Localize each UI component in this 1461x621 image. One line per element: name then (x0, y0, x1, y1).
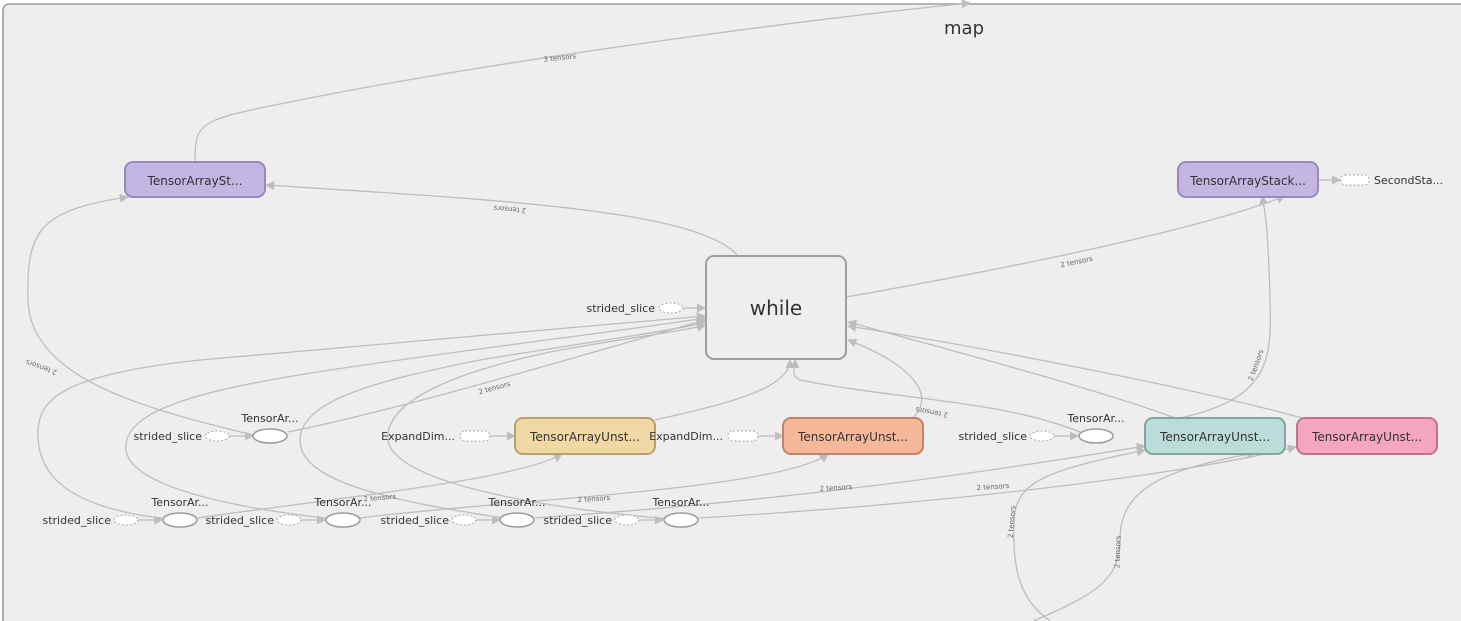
edges (27, 0, 1341, 621)
node-tensor-array-unstack-teal[interactable]: TensorArrayUnst... (1144, 417, 1286, 455)
op-label: TensorAr... (150, 496, 208, 509)
const-node[interactable]: strided_slice (133, 430, 230, 443)
node-label: TensorArraySt... (147, 174, 243, 188)
edge-label: 2 tensors (363, 493, 397, 504)
edge-label: 2 tensors (1007, 505, 1018, 539)
op-label: TensorAr... (240, 412, 298, 425)
edge-label: 2 tensors (493, 204, 527, 215)
const-node[interactable]: strided_slice (205, 514, 302, 527)
edge-label: 2 tensors (1113, 535, 1122, 568)
op-node[interactable]: TensorAr... (313, 496, 372, 528)
op-label: TensorAr... (1066, 412, 1124, 425)
const-label: ExpandDim... (649, 430, 723, 443)
node-label: TensorArrayUnst... (797, 430, 908, 444)
node-label: TensorArrayStack... (1189, 174, 1306, 188)
const-node-expand-dims[interactable]: ExpandDim... (649, 430, 759, 443)
const-label: strided_slice (380, 514, 449, 527)
const-label: strided_slice (133, 430, 202, 443)
const-label: strided_slice (42, 514, 111, 527)
node-tensor-array-stack-left[interactable]: TensorArraySt... (124, 161, 266, 198)
op-node[interactable]: TensorAr... (487, 496, 546, 528)
node-label: TensorArrayUnst... (1311, 430, 1422, 444)
node-tensor-array-unstack-tan[interactable]: TensorArrayUnst... (514, 417, 656, 455)
const-node[interactable]: strided_slice (543, 514, 640, 527)
edge-label: 3 tensors (543, 52, 577, 63)
op-node[interactable]: TensorAr... (150, 496, 209, 528)
edge-label: 2 tensors (976, 482, 1009, 492)
edge-label: 2 tensors (577, 494, 610, 504)
const-label: SecondSta... (1374, 174, 1443, 187)
op-label: TensorAr... (651, 496, 709, 509)
node-while[interactable]: while (705, 255, 847, 360)
op-node[interactable]: TensorAr... (1066, 412, 1125, 444)
op-node[interactable]: TensorAr... (240, 412, 299, 444)
node-label: TensorArrayUnst... (1159, 430, 1270, 444)
node-tensor-array-stack-right[interactable]: TensorArrayStack... (1177, 161, 1319, 198)
map-title: map (944, 18, 984, 39)
node-tensor-array-unstack-salmon[interactable]: TensorArrayUnst... (782, 417, 924, 455)
const-node-expand-dims[interactable]: ExpandDim... (381, 430, 491, 443)
const-label: ExpandDim... (381, 430, 455, 443)
node-label: TensorArrayUnst... (529, 430, 640, 444)
const-node-second-stack[interactable]: SecondSta... (1340, 174, 1443, 187)
op-node[interactable]: TensorAr... (651, 496, 710, 528)
const-node[interactable]: strided_slice (380, 514, 477, 527)
const-node[interactable]: strided_slice (42, 514, 139, 527)
op-label: TensorAr... (313, 496, 371, 509)
node-tensor-array-unstack-pink[interactable]: TensorArrayUnst... (1296, 417, 1438, 455)
node-label: while (750, 296, 802, 320)
op-label: TensorAr... (487, 496, 545, 509)
const-node[interactable]: strided_slice (586, 302, 684, 315)
const-label: strided_slice (205, 514, 274, 527)
const-label: strided_slice (586, 302, 655, 315)
const-node[interactable]: strided_slice (958, 430, 1055, 443)
const-label: strided_slice (958, 430, 1027, 443)
edge-label: 2 tensors (819, 483, 852, 493)
const-label: strided_slice (543, 514, 612, 527)
